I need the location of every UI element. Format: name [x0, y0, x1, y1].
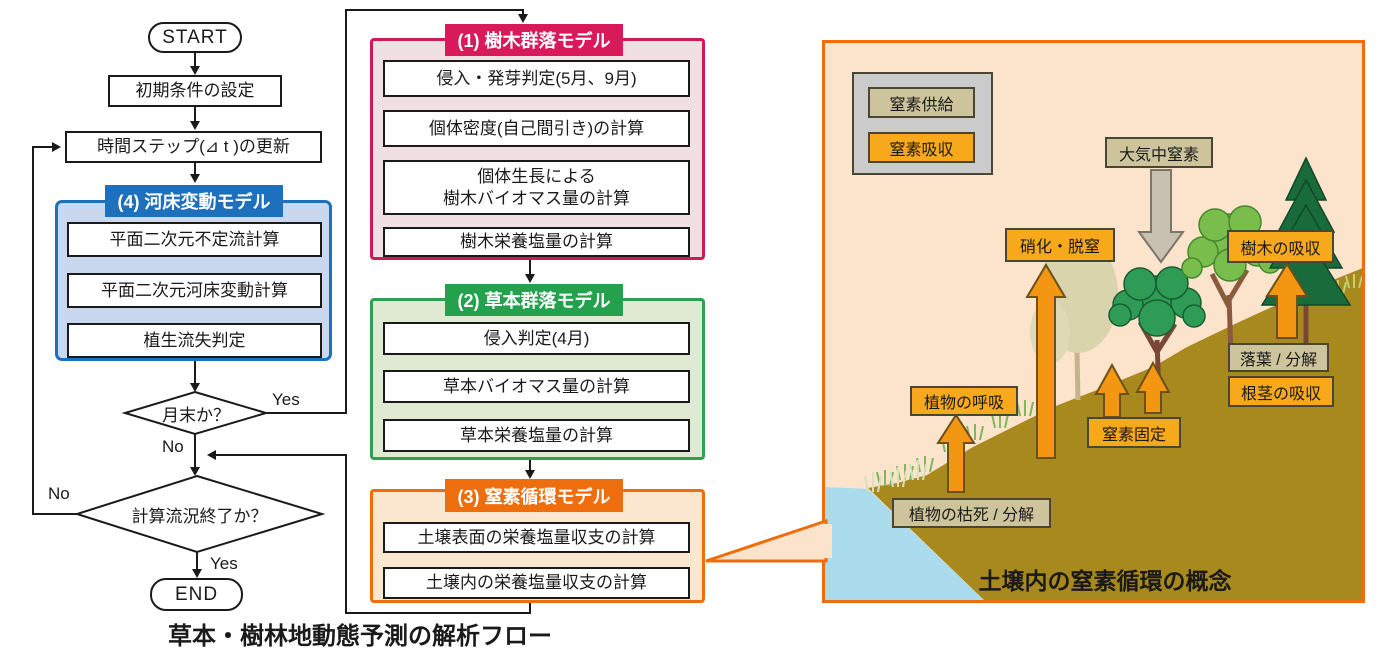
tree-uptake-label: 樹木の吸収	[1227, 230, 1334, 263]
decision-finish-label: 計算流況終了か？	[131, 506, 268, 526]
fixation-arrow-right	[1135, 360, 1171, 414]
atmosphere-label: 大気中窒素	[1105, 137, 1213, 168]
tree-uptake-arrow	[1265, 262, 1309, 339]
root-uptake-label: 根茎の吸収	[1228, 376, 1334, 407]
model4-step: 平面二次元不定流計算	[67, 222, 322, 257]
model3-step: 土壌表面の栄養塩量収支の計算	[383, 522, 690, 553]
model1-step: 個体密度(自己間引き)の計算	[383, 110, 690, 147]
model1-step: 個体生長による 樹木バイオマス量の計算	[383, 160, 690, 215]
dark-green-tree	[1108, 266, 1206, 398]
nitrification-label: 硝化・脱窒	[1005, 228, 1115, 262]
respiration-arrow	[936, 413, 976, 493]
decision-month-diamond	[121, 390, 270, 436]
yes-label-month: Yes	[272, 390, 300, 409]
end-node: END	[150, 578, 243, 611]
water	[825, 487, 984, 600]
yes-label-finish: Yes	[210, 554, 238, 573]
model2-step: 草本バイオマス量の計算	[383, 370, 690, 403]
orange-arrows	[936, 262, 1309, 493]
model2-step: 草本栄養塩量の計算	[383, 419, 690, 452]
timestep-box: 時間ステップ(⊿ t )の更新	[65, 131, 322, 163]
start-node: START	[148, 22, 242, 53]
model3-header: (3) 窒素循環モデル	[445, 479, 623, 512]
nitrification-arrow	[1025, 263, 1067, 459]
model1-step: 樹木栄養塩量の計算	[383, 227, 690, 257]
model4-header: (4) 河床変動モデル	[105, 185, 283, 217]
no-label-finish: No	[48, 484, 70, 503]
decision-month-label: 月末か？	[162, 405, 230, 425]
model3-step: 土壌内の栄養塩量収支の計算	[383, 567, 690, 599]
model2-step: 侵入判定(4月)	[383, 322, 690, 355]
legend-supply: 窒素供給	[868, 87, 975, 118]
respiration-label: 植物の呼吸	[910, 386, 1018, 416]
model4-step: 平面二次元河床変動計算	[67, 273, 322, 308]
legend-uptake: 窒素吸収	[868, 132, 975, 163]
fixation-label: 窒素固定	[1087, 417, 1181, 448]
no-label-month: No	[162, 437, 184, 456]
death-label: 植物の枯死 / 分解	[892, 498, 1051, 528]
model1-step: 侵入・発芽判定(5月、9月)	[383, 60, 690, 97]
atmosphere-down-arrow	[1137, 169, 1185, 264]
init-conditions-box: 初期条件の設定	[108, 75, 282, 107]
decision-diamonds	[73, 390, 326, 554]
model4-step: 植生流失判定	[67, 323, 322, 358]
model1-header: (1) 樹木群落モデル	[445, 24, 623, 56]
model2-header: (2) 草本群落モデル	[445, 284, 623, 316]
panel-caption: 土壌内の窒素循環の概念	[978, 568, 1232, 594]
fixation-arrow-left	[1094, 362, 1130, 418]
pale-grass-tufts	[864, 460, 927, 493]
litter-label: 落葉 / 分解	[1228, 343, 1329, 372]
decision-finish-diamond	[73, 474, 326, 554]
panel-callout-wedge	[705, 518, 832, 563]
flow-caption: 草本・樹林地動態予測の解析フロー	[168, 623, 552, 650]
